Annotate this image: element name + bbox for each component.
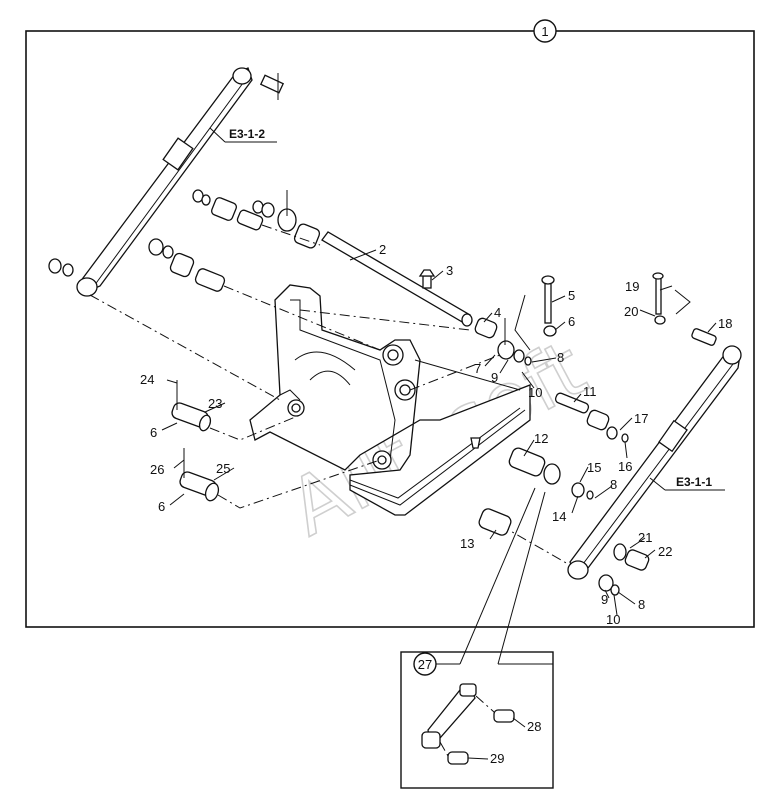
assembly-number-badge: 1	[533, 19, 557, 43]
lower-link-assembly	[567, 328, 742, 596]
callout-10: 10	[528, 385, 542, 400]
callout-23: 23	[208, 396, 222, 411]
callout-20: 20	[624, 304, 638, 319]
main-frame	[25, 30, 755, 628]
callout-leaders	[161, 249, 717, 760]
callout-6c: 6	[158, 499, 165, 514]
upper-bushings	[148, 189, 321, 292]
inset-link-drawing	[421, 683, 515, 765]
washer-set-4-9	[474, 317, 532, 366]
callout-2: 2	[379, 242, 386, 257]
callout-15: 15	[587, 460, 601, 475]
callout-17: 17	[634, 411, 648, 426]
ref-lower-link: E3-1-1	[676, 475, 712, 489]
callout-9b: 9	[601, 592, 608, 607]
callout-9: 9	[491, 370, 498, 385]
callout-8b: 8	[610, 477, 617, 492]
inset-frame	[400, 651, 554, 789]
callout-25: 25	[216, 461, 230, 476]
ref-upper-link: E3-1-2	[229, 127, 265, 141]
callout-6b: 6	[150, 425, 157, 440]
callout-24: 24	[140, 372, 154, 387]
inset-number: 27	[418, 657, 432, 672]
callout-numbers: 2 3 4 5 6 7 8 9 10 11 12 13 14 15 16 17 …	[140, 242, 732, 766]
callout-4: 4	[494, 305, 501, 320]
callout-11: 11	[583, 384, 597, 399]
callout-10b: 10	[606, 612, 620, 627]
right-bushings	[470, 392, 629, 536]
callout-21: 21	[638, 530, 652, 545]
callout-3: 3	[446, 263, 453, 278]
inset-number-badge: 27	[413, 652, 437, 676]
callout-13: 13	[460, 536, 474, 551]
bolt-part-5	[514, 275, 557, 351]
main-bracket	[249, 284, 531, 516]
callout-26: 26	[150, 462, 164, 477]
callout-22: 22	[658, 544, 672, 559]
assembly-line-1	[89, 294, 281, 401]
bolt-part-3	[418, 269, 436, 289]
callout-18: 18	[718, 316, 732, 331]
callout-5: 5	[568, 288, 575, 303]
callout-7: 7	[474, 361, 481, 376]
callout-16: 16	[618, 459, 632, 474]
callout-19: 19	[625, 279, 639, 294]
upper-link-assembly	[48, 67, 285, 297]
inset-callout-28: 28	[527, 719, 541, 734]
inset-leader-right	[497, 491, 546, 665]
assembly-line-4	[209, 414, 301, 441]
callout-14: 14	[552, 509, 566, 524]
inset-callout-29: 29	[490, 751, 504, 766]
assembly-line-7	[409, 354, 501, 391]
pin-part-25	[179, 448, 220, 502]
callout-8: 8	[557, 350, 564, 365]
assembly-line-2	[223, 285, 381, 351]
shaft-part-2	[321, 231, 473, 327]
assembly-line-8	[299, 309, 471, 331]
inset-leader-left	[459, 487, 536, 665]
bolt-part-19	[652, 272, 691, 325]
assembly-line-6	[499, 524, 576, 569]
assembly-line-5	[217, 459, 381, 509]
callout-12: 12	[534, 431, 548, 446]
assembly-number: 1	[541, 24, 548, 39]
pin-part-23	[171, 380, 212, 432]
callout-8c: 8	[638, 597, 645, 612]
callout-6: 6	[568, 314, 575, 329]
